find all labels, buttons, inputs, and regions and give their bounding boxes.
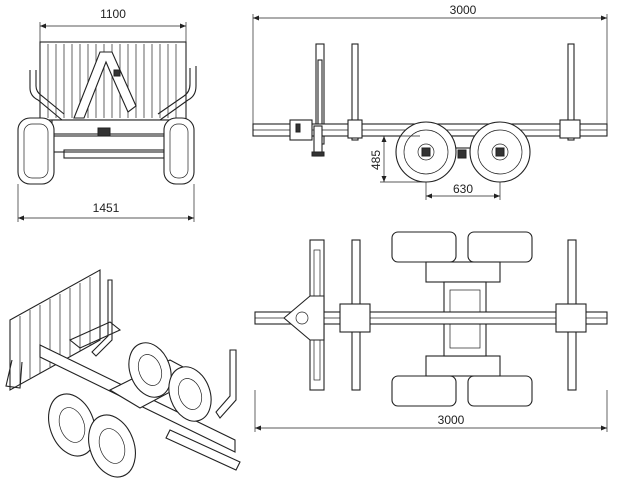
- iso-wheel-2: [88, 414, 136, 478]
- dim-label-side-3000: 3000: [450, 3, 477, 17]
- rear-left-wheel: [17, 117, 55, 185]
- side-view: 3000 485: [252, 3, 608, 200]
- top-wheel-3: [391, 375, 457, 407]
- iso-wheel-4: [168, 366, 212, 422]
- top-wheel-2: [467, 231, 533, 263]
- dim-label-top-3000: 3000: [438, 413, 465, 427]
- dim-label-630: 630: [453, 182, 473, 196]
- top-view: 3000: [254, 231, 608, 432]
- isometric-view: [5, 269, 241, 478]
- dim-label-485: 485: [369, 150, 383, 170]
- rear-view: 1100: [17, 7, 197, 222]
- rear-right-wheel: [163, 117, 195, 185]
- iso-wheel-1: [48, 393, 96, 457]
- dim-label-1100: 1100: [100, 7, 126, 21]
- dim-label-1451: 1451: [93, 201, 120, 215]
- iso-wheel-3: [128, 342, 172, 398]
- top-wheel-4: [467, 375, 533, 407]
- top-wheel-1: [391, 231, 457, 263]
